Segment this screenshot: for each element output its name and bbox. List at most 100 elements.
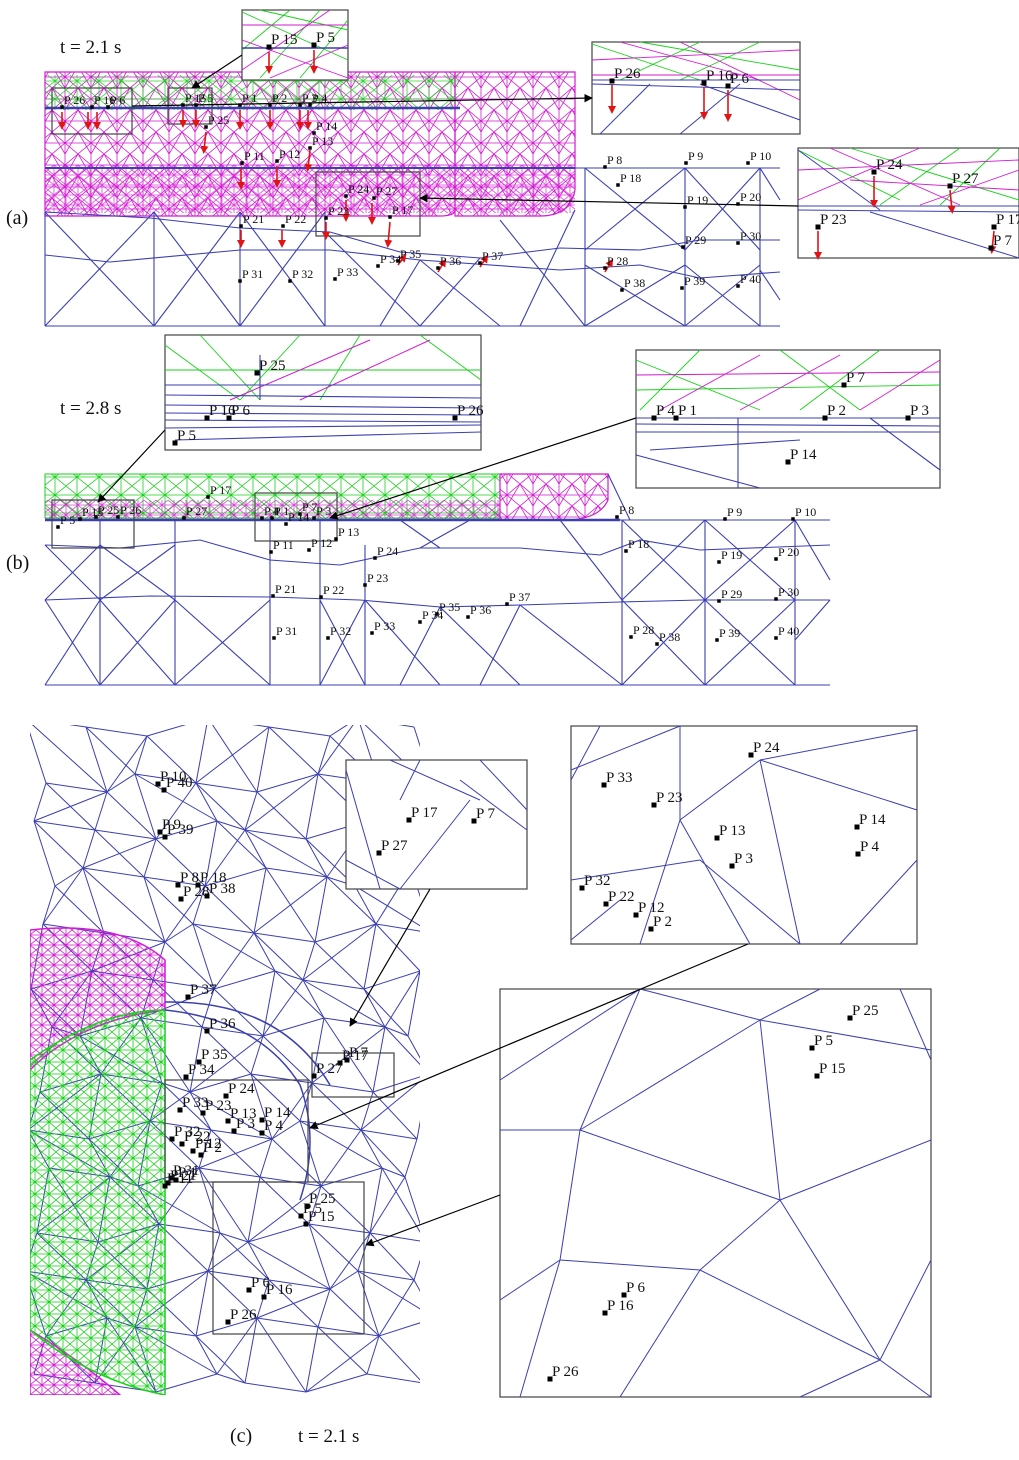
mesh-node-marker	[259, 1130, 265, 1136]
mesh-node-marker	[275, 159, 279, 163]
mesh-node-marker	[814, 1073, 820, 1079]
mesh-node-label: P 36	[440, 254, 461, 268]
mesh-node-label: P 32	[292, 267, 313, 281]
mesh-node-marker	[579, 885, 585, 891]
mesh-node-marker	[298, 512, 302, 516]
mesh-node-label: P 9	[727, 505, 742, 519]
mesh-node-label: P 7	[302, 500, 317, 514]
mesh-node-marker	[466, 615, 470, 619]
mesh-node-label: P 22	[323, 583, 344, 597]
mesh-node-label: P 5	[177, 428, 196, 444]
mesh-node-marker	[603, 266, 607, 270]
mesh-node-label: P 38	[624, 276, 645, 290]
mesh-node-label: P 24	[753, 740, 780, 756]
mesh-node-label: P 17	[996, 212, 1019, 228]
mesh-node-marker	[239, 224, 243, 228]
mesh-node-marker	[681, 245, 685, 249]
mesh-node-marker	[478, 261, 482, 265]
mesh-node-marker	[169, 1136, 175, 1142]
mesh-node-marker	[194, 103, 198, 107]
mesh-node-label: P 5	[316, 30, 335, 46]
inset-pointers-a	[131, 54, 799, 207]
mesh-node-label: P 20	[778, 545, 799, 559]
mesh-node-marker	[715, 638, 719, 642]
mesh-node-label: P 13	[719, 823, 746, 839]
mesh-node-label: P 28	[633, 623, 654, 637]
mesh-node-marker	[269, 550, 273, 554]
mesh-node-label: P 3	[734, 851, 753, 867]
mesh-node-label: P 4	[264, 1118, 284, 1134]
mesh-node-marker	[175, 882, 181, 888]
mesh-node-label: P 10	[795, 505, 816, 519]
mesh-node-marker	[204, 125, 208, 129]
mesh-node-marker	[181, 103, 185, 107]
mesh-node-label: P 12	[279, 147, 300, 161]
mesh-node-label: P 39	[684, 274, 705, 288]
mesh-node-marker	[94, 515, 98, 519]
mesh-node-marker	[729, 863, 735, 869]
mesh-node-label: P 8	[607, 153, 622, 167]
mesh-node-label: P 18	[620, 171, 641, 185]
mesh-node-label: P 27	[186, 504, 207, 518]
mesh-node-marker	[307, 548, 311, 552]
mesh-node-marker	[183, 1074, 189, 1080]
mesh-node-marker	[311, 42, 317, 48]
mesh-node-marker	[204, 893, 210, 899]
mesh-node-label: P 8	[619, 503, 634, 517]
mesh-node-marker	[162, 834, 168, 840]
mesh-node-marker	[370, 631, 374, 635]
mesh-node-marker	[231, 1128, 237, 1134]
mesh-node-label: P 36	[209, 1016, 236, 1032]
inset-pointers-c	[309, 888, 749, 1247]
mesh-node-label: P 16	[607, 1298, 634, 1314]
inset-a-1	[241, 9, 349, 81]
mesh-node-label: P 3	[302, 91, 317, 105]
mesh-node-label: P 14	[859, 812, 886, 828]
mesh-node-marker	[406, 817, 412, 823]
mesh-node-label: P 25	[259, 358, 286, 374]
mesh-node-label: P 22	[184, 1129, 211, 1145]
mesh-node-label: P 24	[377, 544, 398, 558]
mesh-node-label: P 25	[98, 503, 119, 517]
mesh-node-label: P 29	[721, 587, 742, 601]
inset-b-2	[635, 349, 941, 489]
mesh-node-label: P 26	[120, 503, 141, 517]
displacement-arrows-a	[58, 50, 997, 273]
mesh-node-label: P 1	[178, 1165, 197, 1181]
mesh-node-marker	[261, 1294, 267, 1300]
mesh-node-label: P 38	[659, 630, 680, 644]
mesh-node-marker	[854, 824, 860, 830]
mesh-node-label: P 11	[273, 538, 294, 552]
mesh-node-label: P 2	[827, 403, 846, 419]
mesh-node-label: P 31	[173, 1163, 200, 1179]
pick-mesh-b	[44, 473, 620, 522]
mesh-node-label: P 4	[312, 91, 327, 105]
mesh-node-label: P 30	[778, 585, 799, 599]
mesh-node-label: P 10	[160, 769, 187, 785]
mesh-node-marker	[337, 1060, 343, 1066]
mesh-node-label: P 26	[457, 403, 484, 419]
mesh-node-marker	[855, 851, 861, 857]
mesh-node-label: P 5	[814, 1033, 833, 1049]
mesh-node-label: P 21	[243, 212, 264, 226]
mesh-node-label: P 37	[482, 249, 503, 263]
mesh-node-marker	[988, 245, 994, 251]
mesh-node-marker	[284, 522, 288, 526]
mesh-node-marker	[270, 516, 274, 520]
mesh-node-marker	[372, 196, 376, 200]
mesh-node-marker	[324, 216, 328, 220]
mesh-node-label: P 13	[338, 525, 359, 539]
mesh-node-label: P 35	[400, 247, 421, 261]
mesh-node-marker	[673, 415, 679, 421]
mesh-node-label: P 39	[167, 822, 194, 838]
mesh-node-label: P 17	[411, 805, 438, 821]
mesh-node-marker	[736, 284, 740, 288]
mesh-node-label: P 38	[209, 881, 236, 897]
mesh-node-marker	[311, 1073, 317, 1079]
mesh-node-label: P 14	[316, 119, 337, 133]
mesh-node-marker	[319, 595, 323, 599]
mesh-node-label: P 37	[509, 590, 530, 604]
mesh-node-marker	[435, 612, 439, 616]
